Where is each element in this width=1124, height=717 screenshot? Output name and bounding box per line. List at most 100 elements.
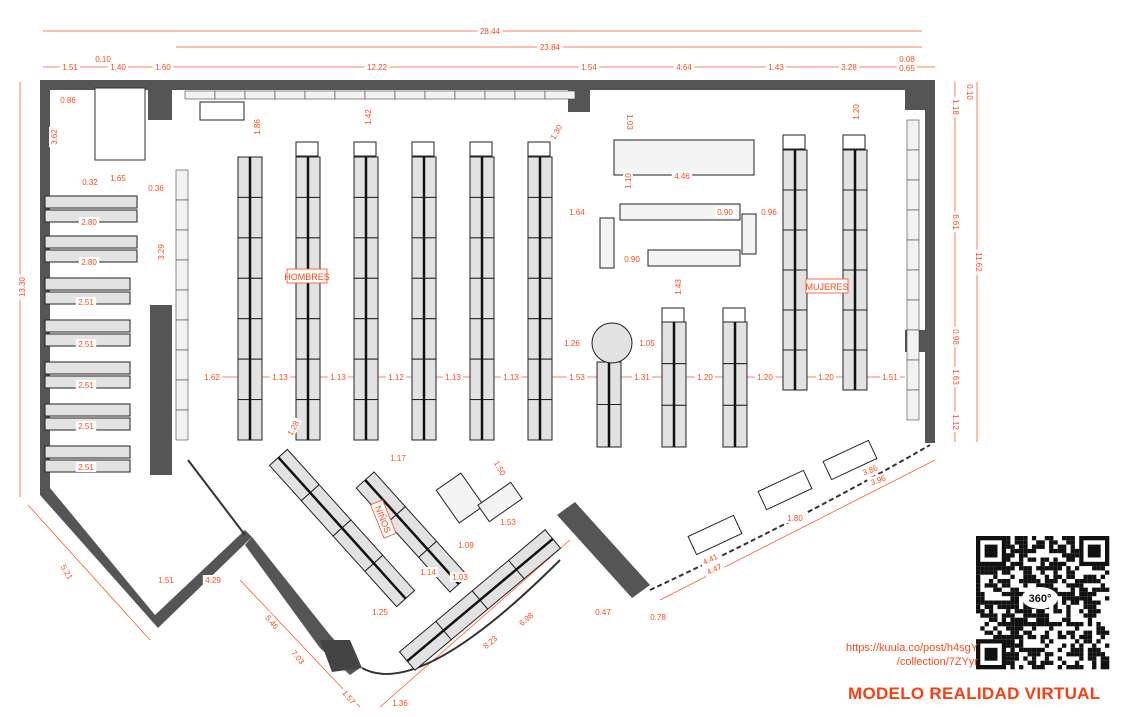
virtual-tour-link[interactable]: https://kuula.co/post/h4sgY /collection/… — [846, 641, 978, 669]
qr-code[interactable] — [973, 533, 1113, 673]
dimension-label: 1.05 — [639, 339, 655, 348]
dimension-label: 1.51 — [158, 576, 174, 585]
dimension-label: 1.14 — [420, 568, 436, 577]
dimension-label: 4.64 — [676, 63, 692, 72]
wall-shelf — [184, 90, 216, 100]
dimension-label: 1.26 — [564, 339, 580, 348]
dimension-label: 1.42 — [364, 109, 373, 125]
dimension-label: 1.13 — [445, 373, 461, 382]
display-stand — [661, 307, 685, 323]
display-stand — [782, 134, 806, 150]
dimension-label: 1.51 — [62, 63, 78, 72]
dimension-label: 0.90 — [624, 255, 640, 264]
qr-badge-text: 360° — [1029, 593, 1052, 605]
display-table — [613, 139, 755, 176]
dimension-label: 23.84 — [540, 43, 561, 52]
wall-shelf — [484, 90, 516, 100]
dimension-label: 0.47 — [595, 608, 611, 617]
display-table — [741, 213, 757, 255]
dimension-label: 2.51 — [78, 463, 94, 472]
display-table — [435, 472, 485, 524]
dimension-label: 2.51 — [78, 298, 94, 307]
wall-shelf — [214, 90, 246, 100]
fixtures — [44, 87, 920, 671]
url-line-1[interactable]: https://kuula.co/post/h4sgY — [846, 642, 979, 654]
gondola-shelf — [527, 156, 553, 441]
wall-shelf — [424, 90, 456, 100]
qr-finder-pattern — [1079, 536, 1110, 567]
wall-shelf — [175, 259, 189, 291]
wall-shelf — [175, 289, 189, 321]
dimension-label: 0.86 — [60, 96, 76, 105]
display-table — [619, 203, 741, 221]
dimension-label: 6.61 — [951, 214, 960, 230]
gondola-shelf — [782, 149, 808, 391]
wall-shelf — [175, 409, 189, 441]
dimension-label: 1.31 — [634, 373, 650, 382]
dimension-label: 4.46 — [674, 172, 690, 181]
wall-shelf — [334, 90, 366, 100]
wall-shelf — [244, 90, 276, 100]
qr-360-badge: 360° — [1022, 587, 1058, 609]
wall-shelf — [906, 389, 920, 421]
gondola-shelf — [661, 321, 687, 448]
dimension-label: 0.65 — [899, 64, 915, 73]
dimension-label: 1.25 — [372, 608, 388, 617]
wall-shelf — [906, 299, 920, 331]
dimension-label: 0.36 — [148, 184, 164, 193]
stairs — [199, 101, 245, 121]
dimension-label: 0.32 — [82, 178, 98, 187]
wall-shelf — [906, 359, 920, 391]
dimension-label: 1.65 — [110, 174, 126, 183]
display-table — [647, 249, 741, 267]
wall-shelf — [304, 90, 336, 100]
wall-shelf — [906, 119, 920, 151]
dimension-label: 1.20 — [757, 373, 773, 382]
window-display — [822, 439, 878, 481]
dimension-label: 1.13 — [330, 373, 346, 382]
gondola-shelf — [722, 321, 748, 448]
display-stand — [411, 141, 435, 157]
wall-shelf — [175, 199, 189, 231]
dimension-label: 0.78 — [650, 613, 666, 622]
dimension-label: 1.36 — [392, 699, 408, 708]
dimension-label: 1.13 — [272, 373, 288, 382]
dimension-label: 1.86 — [253, 119, 262, 135]
dimension-label: 12.22 — [367, 63, 388, 72]
wall-shelf — [394, 90, 426, 100]
dimension-label: 1.53 — [500, 518, 516, 527]
display-stand — [469, 141, 493, 157]
gondola-shelf — [842, 149, 868, 391]
dimension-label: 1.10 — [624, 173, 633, 189]
dimension-label: 1.62 — [204, 373, 220, 382]
dimension-label: 1.18 — [951, 99, 960, 115]
url-line-2[interactable]: /collection/7ZYyr — [896, 656, 979, 668]
dimension-label: 0.10 — [95, 55, 111, 64]
wall-shelf — [175, 229, 189, 261]
wall-shelf — [175, 349, 189, 381]
gondola-shelf — [469, 156, 495, 441]
wall-shelf — [175, 379, 189, 411]
dimension-label: 1.12 — [951, 414, 960, 430]
dimension-label: 0.90 — [717, 208, 733, 217]
wall-shelf — [454, 90, 486, 100]
dimension-label: 2.51 — [78, 381, 94, 390]
round-table — [591, 322, 633, 364]
dimension-label: 28.44 — [480, 27, 501, 36]
dimension-label: 1.60 — [155, 63, 171, 72]
display-stand — [527, 141, 551, 157]
display-stand — [722, 307, 746, 323]
dimension-label: 1.09 — [458, 541, 474, 550]
wall-shelf — [274, 90, 306, 100]
wall-shelf — [906, 329, 920, 361]
dimension-label: 11.62 — [974, 252, 983, 272]
gondola-shelf — [268, 448, 416, 608]
wall-shelf — [544, 90, 576, 100]
dimension-label: 2.80 — [81, 258, 97, 267]
zone-mujeres: MUJERES — [805, 282, 848, 292]
display-table — [599, 217, 615, 269]
display-stand — [295, 141, 319, 157]
wall-shelf — [906, 239, 920, 271]
dimension-label: 1.51 — [882, 373, 898, 382]
